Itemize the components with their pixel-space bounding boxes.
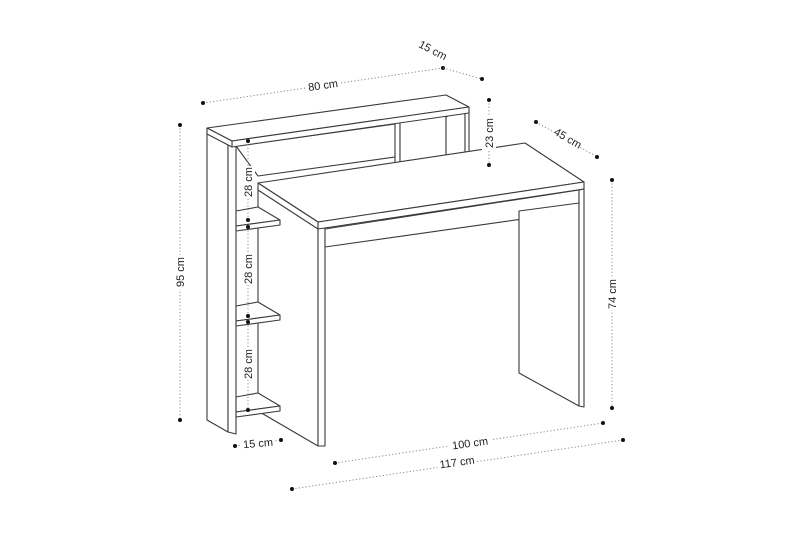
- side-tower-outer-panel: [206, 127, 229, 433]
- desk-right-leg: [518, 202, 580, 407]
- dim-total-height: 95 cm: [173, 123, 187, 422]
- label-shelf-spacing-3: 28 cm: [243, 349, 255, 379]
- dim-desk-height: 74 cm: [605, 178, 619, 410]
- dim-side-unit-depth: 15 cm: [233, 436, 283, 451]
- desk-left-leg-front-edge: [317, 220, 326, 447]
- dim-desk-width: 100 cm: [333, 421, 605, 465]
- label-desk-height: 74 cm: [607, 279, 619, 309]
- dim-hutch-width: 80 cm: [201, 66, 445, 105]
- desk-top-side-edge: [257, 182, 319, 230]
- label-total-height: 95 cm: [175, 257, 187, 287]
- label-hutch-height: 23 cm: [484, 118, 496, 148]
- label-hutch-depth: 15 cm: [416, 39, 448, 63]
- desk-drawing: [206, 94, 585, 447]
- dim-total-width: 117 cm: [290, 438, 625, 491]
- label-desk-width: 100 cm: [451, 436, 488, 453]
- label-hutch-width: 80 cm: [307, 78, 338, 94]
- label-total-width: 117 cm: [439, 455, 476, 472]
- label-side-unit-depth: 15 cm: [243, 437, 274, 452]
- dim-desk-depth: 45 cm: [534, 120, 599, 159]
- label-shelf-spacing-1: 28 cm: [243, 167, 255, 197]
- dimension-annotations: 80 cm 15 cm 23 cm 45 cm 95 cm: [173, 39, 625, 491]
- shelf-3-front: [235, 405, 281, 418]
- hutch-divider: [394, 120, 401, 165]
- dim-hutch-height: 23 cm: [482, 98, 496, 167]
- desk-right-leg-front-edge: [578, 188, 585, 408]
- hutch-top-side-edge: [206, 127, 233, 148]
- label-shelf-spacing-2: 28 cm: [243, 254, 255, 284]
- side-tower-front-panel: [227, 139, 237, 435]
- dim-shelf-spacings: 28 cm 28 cm 28 cm: [241, 139, 255, 412]
- dim-hutch-depth: 15 cm: [416, 39, 484, 81]
